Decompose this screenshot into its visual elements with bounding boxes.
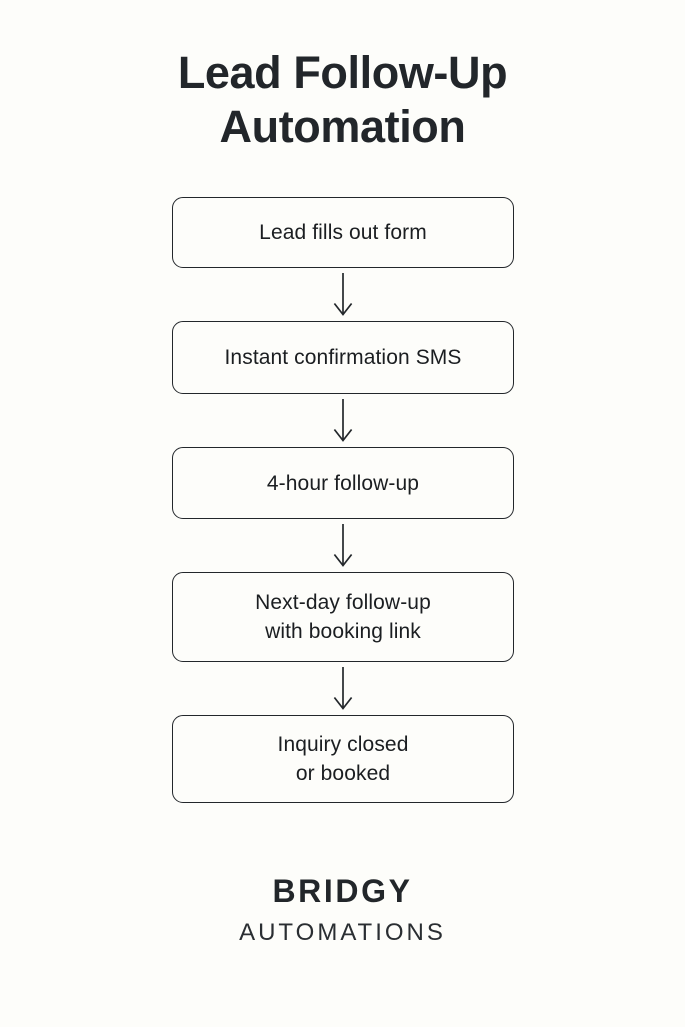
flow-node-next-day-follow-up[interactable]: Next-day follow-up with booking link — [172, 572, 514, 662]
flow-node-label: Inquiry closed or booked — [277, 733, 409, 785]
flow-node-label: 4-hour follow-up — [266, 471, 420, 495]
flow-connector-3 — [172, 519, 514, 572]
brand-name: BRIDGY — [272, 873, 413, 909]
arrow-down-icon — [333, 666, 353, 710]
flow-node-inquiry-closed-or-booked[interactable]: Inquiry closed or booked — [172, 715, 514, 803]
flow-node-instant-confirmation-sms[interactable]: Instant confirmation SMS — [172, 321, 514, 394]
flow-connector-1 — [172, 268, 514, 321]
flow-node-label: Next-day follow-up with booking link — [255, 591, 431, 643]
page-title: Lead Follow-Up Automation — [0, 46, 685, 154]
flow-node-label: Lead fills out form — [259, 221, 427, 244]
page-title-line-2: Automation — [219, 101, 466, 152]
flow-connector-4 — [172, 662, 514, 715]
arrow-down-icon — [333, 272, 353, 316]
brand-footer: BRIDGY AUTOMATIONS — [0, 872, 685, 947]
flow-connector-2 — [172, 394, 514, 447]
flowchart: Lead fills out form Instant confirmation… — [172, 197, 514, 803]
flow-node-label: Instant confirmation SMS — [224, 346, 462, 369]
arrow-down-icon — [333, 398, 353, 442]
arrow-down-icon — [333, 523, 353, 567]
brand-subtitle: AUTOMATIONS — [239, 919, 446, 946]
page-title-line-1: Lead Follow-Up — [177, 47, 508, 98]
flow-node-4-hour-follow-up[interactable]: 4-hour follow-up — [172, 447, 514, 519]
flow-node-lead-fills-out-form[interactable]: Lead fills out form — [172, 197, 514, 268]
